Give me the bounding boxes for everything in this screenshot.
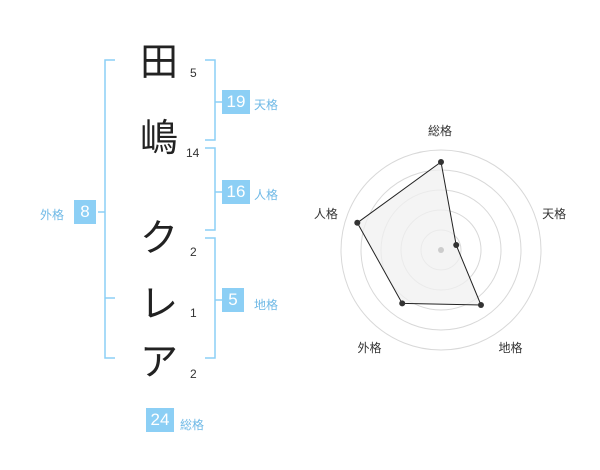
name-char-2: 嶋 xyxy=(139,116,178,160)
jinkaku-bracket xyxy=(205,147,216,231)
jinkaku-label: 人格 xyxy=(254,188,279,202)
soukaku-label: 総格 xyxy=(180,418,205,432)
stroke-count-3: 2 xyxy=(190,245,197,259)
radar-axis-label-1: 天格 xyxy=(542,206,567,221)
tenkaku-value: 19 xyxy=(222,90,250,114)
gaikaku-label: 外格 xyxy=(40,208,65,222)
radar-center-dot xyxy=(438,247,444,253)
name-char-1: 田 xyxy=(139,40,178,84)
radar-point-1 xyxy=(453,242,460,249)
name-char-3: ク xyxy=(139,216,178,260)
stroke-count-1: 5 xyxy=(190,66,197,80)
chikaku-value: 5 xyxy=(222,288,244,312)
radar-point-0 xyxy=(438,159,444,165)
radar-axis-label-3: 外格 xyxy=(357,341,382,356)
soukaku-value: 24 xyxy=(146,408,174,432)
stroke-count-4: 1 xyxy=(190,306,197,320)
gaikaku-value: 8 xyxy=(74,200,96,224)
stroke-count-5: 2 xyxy=(190,367,197,381)
gaikaku-bracket xyxy=(104,59,115,359)
radar-axis-label-2: 地格 xyxy=(498,341,523,356)
tenkaku-label: 天格 xyxy=(254,98,279,112)
stroke-count-2: 14 xyxy=(186,146,200,160)
radar-point-3 xyxy=(399,300,406,307)
radar-axis-label-4: 人格 xyxy=(313,206,338,221)
name-char-5: ア xyxy=(139,340,178,384)
chikaku-bracket xyxy=(205,237,216,359)
radar-ring-5 xyxy=(340,149,542,351)
tenkaku-bracket xyxy=(205,59,216,141)
radar-axis-label-0: 総格 xyxy=(428,124,453,138)
radar-polygon xyxy=(356,161,482,306)
radar-point-2 xyxy=(477,302,484,309)
jinkaku-value: 16 xyxy=(222,180,250,204)
name-char-4: レ xyxy=(139,282,178,326)
radar-point-4 xyxy=(354,219,361,226)
chikaku-label: 地格 xyxy=(254,298,279,312)
